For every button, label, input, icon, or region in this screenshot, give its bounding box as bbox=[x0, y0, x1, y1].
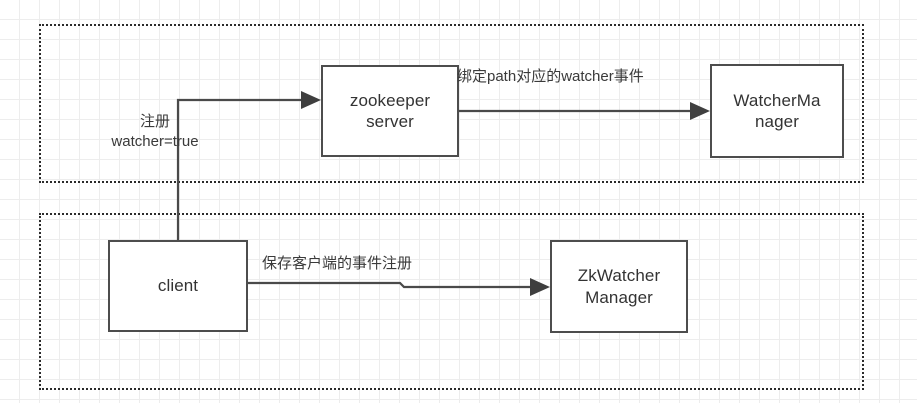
node-zk-watcher-manager-label: ZkWatcher Manager bbox=[577, 266, 661, 307]
node-zk-watcher-manager[interactable]: ZkWatcher Manager bbox=[550, 240, 688, 333]
edge-label-client-to-zookeeper: 注册 watcher=true bbox=[111, 113, 199, 150]
node-client-label: client bbox=[157, 276, 199, 296]
edge-label-client-to-zkwatchermanager: 保存客户端的事件注册 bbox=[262, 255, 413, 272]
node-client[interactable]: client bbox=[108, 240, 248, 332]
edge-label-zookeeper-to-watchermanager: 绑定path对应的watcher事件 bbox=[457, 68, 644, 85]
group-client-side bbox=[39, 213, 864, 390]
node-zookeeper-server-label: zookeeper server bbox=[349, 90, 431, 131]
node-zookeeper-server[interactable]: zookeeper server bbox=[321, 65, 459, 157]
node-watcher-manager-label: WatcherMa nager bbox=[733, 90, 821, 131]
node-watcher-manager[interactable]: WatcherMa nager bbox=[710, 64, 844, 158]
group-server-side bbox=[39, 24, 864, 183]
